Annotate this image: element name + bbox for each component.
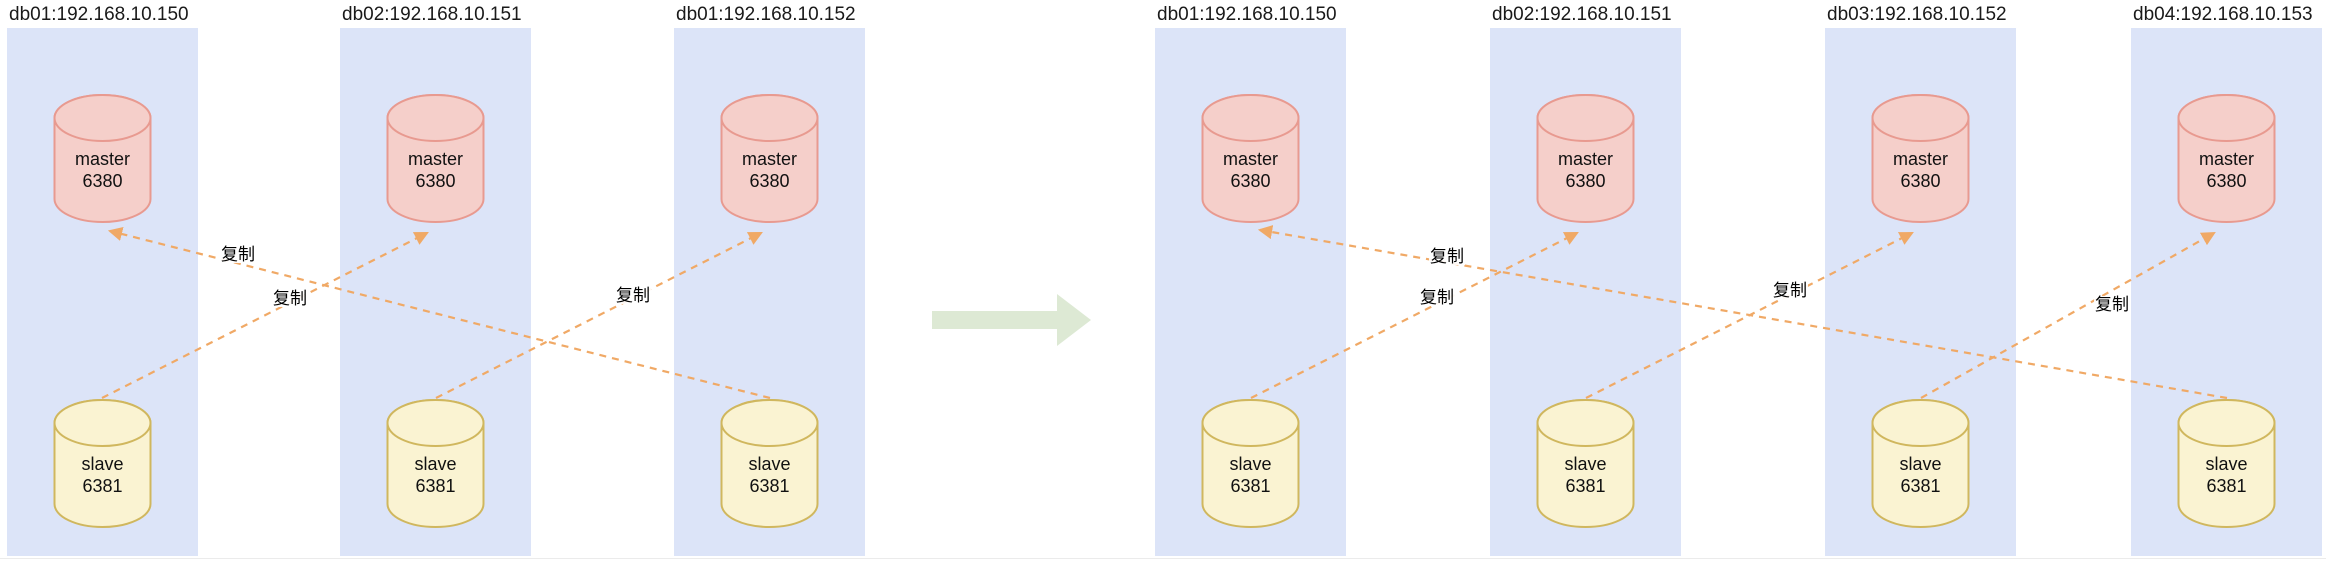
node-header: db01:192.168.10.150 (1157, 4, 1337, 25)
after-node-db03: db03:192.168.10.152 master 6380 slave 63… (1825, 0, 2016, 562)
node-header: db02:192.168.10.151 (1492, 4, 1672, 25)
slave-role-label: slave (1899, 454, 1942, 474)
replication-label: 复制 (1772, 281, 1808, 300)
master-port-label: 6380 (1900, 171, 1941, 191)
replication-label: 复制 (615, 286, 651, 305)
node-header: db03:192.168.10.152 (1827, 4, 2007, 25)
master-database-icon: master 6380 (1536, 93, 1635, 224)
master-database-icon: master 6380 (53, 93, 152, 224)
master-port-label: 6380 (2206, 171, 2247, 191)
master-database-icon: master 6380 (1871, 93, 1970, 224)
slave-role-label: slave (2205, 454, 2248, 474)
slave-role-label: slave (1564, 454, 1607, 474)
after-node-db04: db04:192.168.10.153 master 6380 slave 63… (2131, 0, 2322, 562)
replication-link (1257, 225, 2228, 400)
master-database-icon: master 6380 (1201, 93, 1300, 224)
slave-database-icon: slave 6381 (1201, 398, 1300, 529)
master-role-label: master (74, 149, 130, 169)
master-role-label: master (2198, 149, 2254, 169)
slave-database-icon: slave 6381 (2177, 398, 2276, 529)
slave-port-label: 6381 (1230, 476, 1271, 496)
slave-database-icon: slave 6381 (53, 398, 152, 529)
before-node-db01: db01:192.168.10.150 master 6380 slave 63… (7, 0, 198, 562)
master-port-label: 6380 (1565, 171, 1606, 191)
replication-label: 复制 (1429, 247, 1465, 266)
slave-role-label: slave (1229, 454, 1272, 474)
slave-port-label: 6381 (82, 476, 123, 496)
master-database-icon: master 6380 (720, 93, 819, 224)
replication-label: 复制 (272, 289, 308, 308)
master-database-icon: master 6380 (386, 93, 485, 224)
slave-database-icon: slave 6381 (1871, 398, 1970, 529)
replication-label: 复制 (2094, 295, 2130, 314)
slave-database-icon: slave 6381 (386, 398, 485, 529)
master-port-label: 6380 (749, 171, 790, 191)
master-role-label: master (1557, 149, 1613, 169)
master-role-label: master (741, 149, 797, 169)
slave-port-label: 6381 (415, 476, 456, 496)
slave-role-label: slave (414, 454, 457, 474)
slave-port-label: 6381 (2206, 476, 2247, 496)
master-port-label: 6380 (1230, 171, 1271, 191)
master-port-label: 6380 (415, 171, 456, 191)
node-header: db01:192.168.10.152 (676, 4, 856, 25)
slave-port-label: 6381 (1900, 476, 1941, 496)
replication-label: 复制 (1419, 288, 1455, 307)
master-role-label: master (1892, 149, 1948, 169)
after-node-db01: db01:192.168.10.150 master 6380 slave 63… (1155, 0, 1346, 562)
slave-port-label: 6381 (1565, 476, 1606, 496)
node-header: db02:192.168.10.151 (342, 4, 522, 25)
master-database-icon: master 6380 (2177, 93, 2276, 224)
slave-role-label: slave (81, 454, 124, 474)
master-role-label: master (407, 149, 463, 169)
slave-role-label: slave (748, 454, 791, 474)
master-role-label: master (1222, 149, 1278, 169)
after-node-db02: db02:192.168.10.151 master 6380 slave 63… (1490, 0, 1681, 562)
before-node-db02: db02:192.168.10.151 master 6380 slave 63… (340, 0, 531, 562)
before-node-db03: db01:192.168.10.152 master 6380 slave 63… (674, 0, 865, 562)
node-header: db04:192.168.10.153 (2133, 4, 2313, 25)
slave-database-icon: slave 6381 (1536, 398, 1635, 529)
replication-label: 复制 (220, 245, 256, 264)
slave-database-icon: slave 6381 (720, 398, 819, 529)
transform-arrow-icon (932, 294, 1091, 346)
slave-port-label: 6381 (749, 476, 790, 496)
node-header: db01:192.168.10.150 (9, 4, 189, 25)
master-port-label: 6380 (82, 171, 123, 191)
bottom-divider (0, 558, 2326, 559)
